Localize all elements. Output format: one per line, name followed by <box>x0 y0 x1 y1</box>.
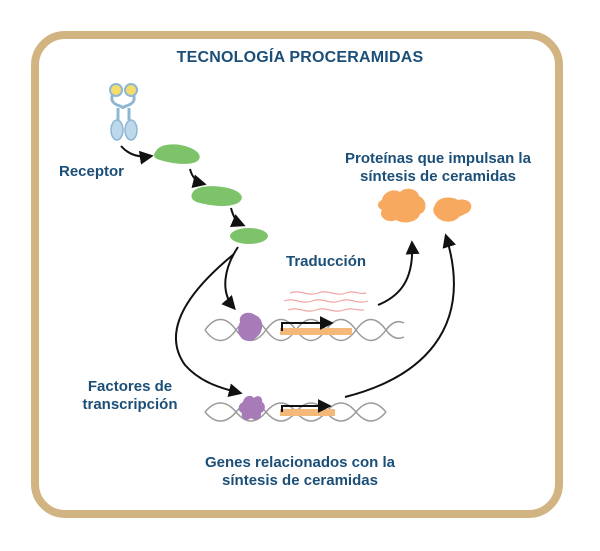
arrow-icon <box>120 145 154 165</box>
translation-label: Traducción <box>286 253 367 270</box>
proteins-label-line-1: Proteínas que impulsan la <box>345 150 531 167</box>
protein-icon <box>377 188 426 223</box>
arrow-icon <box>344 233 456 398</box>
factors-label-line-2: transcripción <box>82 396 178 413</box>
arrow-icon <box>229 207 246 228</box>
diagram-title: TECNOLOGÍA PROCERAMIDAS <box>176 49 424 66</box>
diagram-frame <box>31 31 563 518</box>
genes-label-line-1: Genes relacionados con la <box>204 454 396 471</box>
gene-segment <box>280 409 335 416</box>
receptor-label: Receptor <box>59 163 125 180</box>
signal-protein-icon <box>191 186 242 207</box>
arrow-icon <box>174 253 243 398</box>
transcription-start-arrow <box>281 316 334 331</box>
proteins-label-line-2: síntesis de ceramidas <box>360 168 516 185</box>
genes-label-line-2: síntesis de ceramidas <box>222 472 378 489</box>
signal-protein-icon <box>154 144 200 164</box>
receptor-icon <box>109 83 138 141</box>
transcription-factor-icon <box>238 395 265 420</box>
gene-segment <box>280 328 352 335</box>
protein-icon <box>433 197 472 222</box>
arrow-icon <box>377 240 420 306</box>
arrow-icon <box>221 246 239 311</box>
signal-protein-icon <box>230 228 268 244</box>
mrna-icon <box>283 291 369 312</box>
transcription-start-arrow <box>281 399 332 413</box>
factors-label-line-1: Factores de <box>87 378 173 395</box>
arrow-icon <box>189 168 207 189</box>
transcription-factor-icon <box>238 312 263 341</box>
